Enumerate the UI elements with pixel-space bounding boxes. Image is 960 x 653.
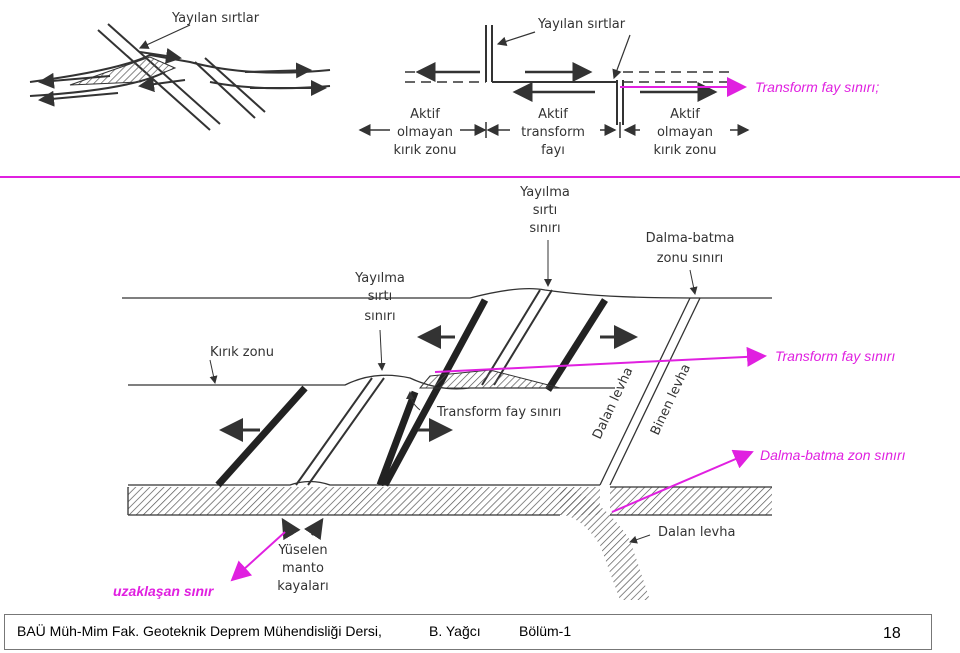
zone-right-line-3: kırık zonu (653, 143, 716, 158)
slide-footer: BAÜ Müh-Mim Fak. Geoteknik Deprem Mühend… (4, 614, 932, 650)
top-left-ridge-label: Yayılan sırtlar (171, 11, 260, 26)
dalma-batma-line-1: Dalma-batma (646, 231, 735, 246)
footer-chapter: Bölüm-1 (519, 623, 572, 639)
annotation-divergent: uzaklaşan sınır (113, 583, 215, 599)
yayilma-left-line-2: sırtı (368, 289, 392, 304)
footer-page-number: 18 (883, 625, 901, 642)
zone-left-line-1: Aktif (410, 107, 440, 122)
zone-right-line-2: olmayan (657, 125, 713, 140)
block-diagram (122, 240, 772, 600)
zone-left-line-3: kırık zonu (393, 143, 456, 158)
binen-levha-label: Binen levha (648, 362, 694, 438)
dalan-levha-2-label: Dalan levha (658, 525, 735, 540)
yayilma-left-line-1: Yayılma (354, 271, 405, 286)
zone-mid-line-2: transform (521, 125, 585, 140)
dalan-levha-label: Dalan levha (590, 365, 636, 442)
annotation-transform-1: Transform fay sınırı; (755, 79, 879, 95)
yukselen-line-1: Yüselen (277, 543, 327, 558)
zone-mid-line-3: fayı (541, 143, 565, 158)
annotation-transform-2: Transform fay sınırı (775, 348, 895, 364)
dalma-batma-line-2: zonu sınırı (657, 251, 724, 266)
footer-author: B. Yağcı (429, 623, 481, 639)
zone-mid-line-1: Aktif (538, 107, 568, 122)
top-right-transform-diagram (358, 25, 750, 138)
top-left-ridge-diagram (29, 23, 331, 131)
yayilma-top-line-2: sırtı (533, 203, 557, 218)
yayilma-left-line-3: sınırı (364, 309, 395, 324)
yukselen-line-2: manto (282, 561, 324, 576)
yayilma-top-line-1: Yayılma (519, 185, 570, 200)
kirik-zonu-label: Kırık zonu (210, 345, 274, 360)
transform-block-label: Transform fay sınırı (436, 405, 561, 420)
top-right-ridge-label: Yayılan sırtlar (537, 17, 626, 32)
footer-course: BAÜ Müh-Mim Fak. Geoteknik Deprem Mühend… (17, 623, 382, 639)
zone-left-line-2: olmayan (397, 125, 453, 140)
yayilma-top-line-3: sınırı (529, 221, 560, 236)
annotation-subduction: Dalma-batma zon sınırı (760, 447, 906, 463)
annotation-arrows (230, 77, 767, 582)
zone-right-line-1: Aktif (670, 107, 700, 122)
yukselen-line-3: kayaları (277, 579, 328, 594)
